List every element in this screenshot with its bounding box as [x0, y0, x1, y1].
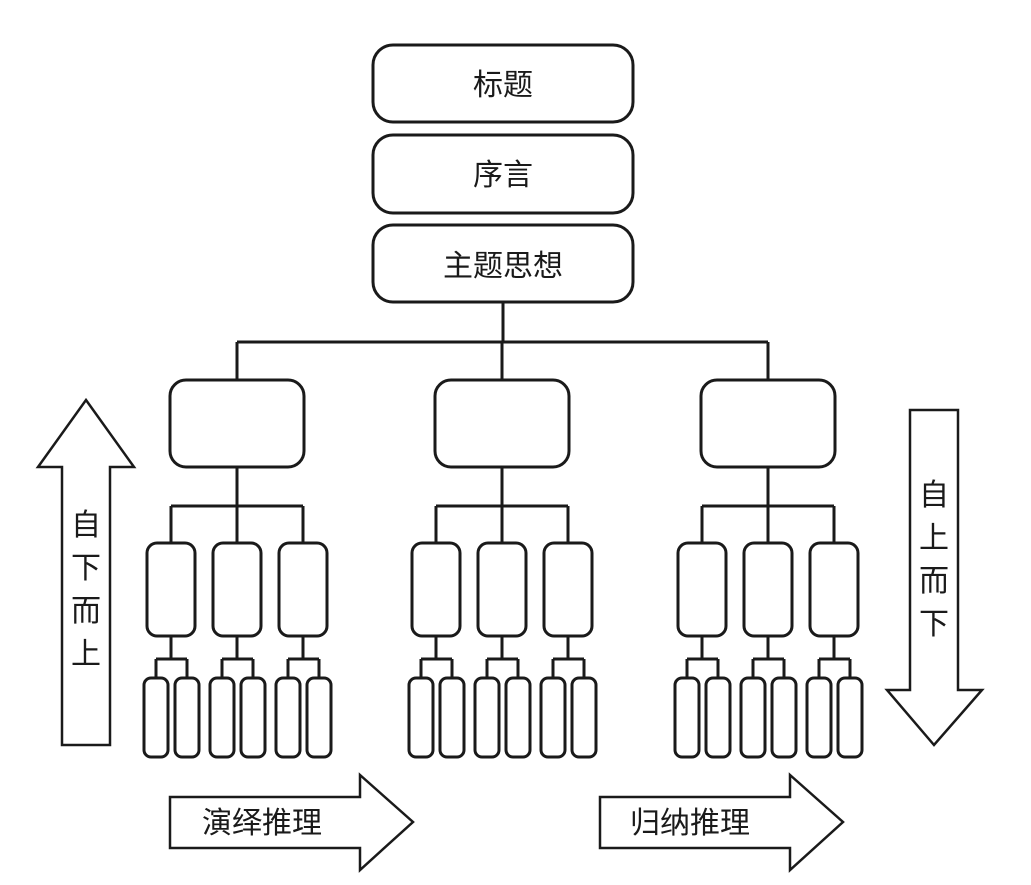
level-3-box: [211, 541, 263, 638]
level-4-box: [504, 676, 532, 759]
level-4-box: [836, 676, 864, 759]
level-4-box: [739, 676, 767, 759]
title-box: 标题: [371, 43, 635, 124]
level-4-box: [570, 676, 598, 759]
level-3-box: [542, 541, 594, 638]
level-2-box: [168, 378, 306, 469]
level-4-box: [407, 676, 435, 759]
level-4-box: [770, 676, 798, 759]
induction-label: 归纳推理: [630, 806, 750, 841]
level-3-box: [476, 541, 528, 638]
level-3-box: [145, 541, 197, 638]
level-4-box: [438, 676, 466, 759]
top-down-char-3: 而: [919, 564, 949, 599]
bottom-up-char-2: 下: [71, 551, 101, 586]
level-2-box: [699, 378, 837, 469]
level-2-box: [433, 378, 571, 469]
main-idea-box: 主题思想: [371, 223, 635, 304]
level-4-box: [142, 676, 170, 759]
main-idea-box-label: 主题思想: [443, 249, 563, 284]
level-3-box: [410, 541, 462, 638]
bottom-up-arrow: 自 下 而 上: [35, 397, 137, 747]
level-4-box: [673, 676, 701, 759]
level-4-box: [208, 676, 236, 759]
top-down-char-2: 上: [919, 521, 949, 556]
top-down-char-4: 下: [919, 607, 949, 642]
level-4-box: [704, 676, 732, 759]
top-down-arrow: 自 上 而 下: [884, 408, 985, 747]
level-3-box: [277, 541, 329, 638]
level-3-box: [676, 541, 728, 638]
level-4-box: [305, 676, 333, 759]
level-4-box: [805, 676, 833, 759]
bottom-up-char-3: 而: [71, 594, 101, 629]
top-down-char-1: 自: [919, 478, 949, 513]
preface-box-label: 序言: [473, 158, 533, 193]
level-4-box: [539, 676, 567, 759]
hierarchy-tree: [142, 302, 864, 759]
level-4-box: [173, 676, 201, 759]
deduction-label: 演绎推理: [202, 806, 322, 841]
level-4-box: [239, 676, 267, 759]
title-box-label: 标题: [473, 68, 533, 103]
level-3-box: [808, 541, 860, 638]
bottom-up-char-4: 上: [71, 637, 101, 672]
induction-arrow: 归纳推理: [598, 772, 845, 873]
level-4-box: [274, 676, 302, 759]
level-4-box: [473, 676, 501, 759]
deduction-arrow: 演绎推理: [168, 772, 415, 873]
bottom-up-char-1: 自: [71, 508, 101, 543]
level-3-box: [742, 541, 794, 638]
preface-box: 序言: [371, 133, 635, 215]
